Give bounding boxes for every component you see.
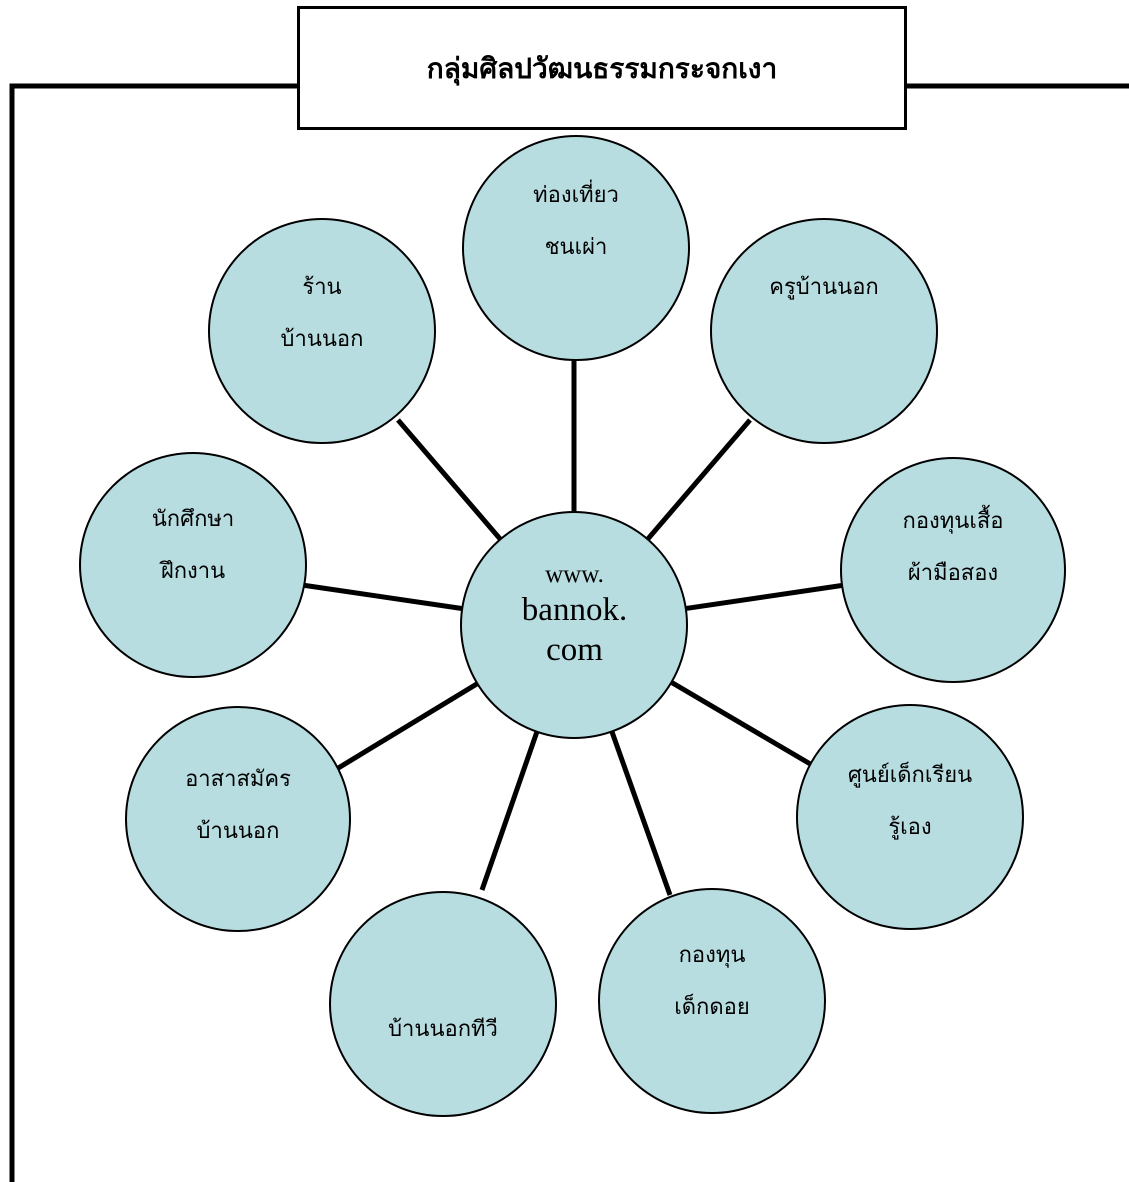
node-circle-tv (329, 891, 557, 1117)
center-hub-circle (460, 511, 688, 739)
node-circle-teacher (710, 218, 938, 444)
node-label-teacher: ครูบ้านนอก (724, 262, 924, 314)
node-circle-volunteer (125, 706, 351, 932)
node-label-line: บ้านนอก (196, 819, 280, 844)
node-label-line: ท่องเที่ยว (533, 183, 619, 208)
node-circle-tourism (462, 135, 690, 361)
node-label-tv: บ้านนอกทีวี (343, 1004, 543, 1056)
node-label-line: ศูนย์เด็กเรียน (847, 763, 973, 788)
node-label-line: ครูบ้านนอก (769, 275, 879, 300)
node-label-children-fund: กองทุน เด็กดอย (612, 930, 812, 1034)
node-circle-learning-center (796, 704, 1024, 930)
node-label-shop: ร้าน บ้านนอก (222, 262, 422, 366)
node-label-line: บ้านนอก (280, 327, 364, 352)
title-box: กลุ่มศิลปวัฒนธรรมกระจกเงา (297, 6, 907, 130)
node-label-line: อาสาสมัคร (185, 767, 291, 792)
center-hub-label: www. bannok. com (462, 560, 687, 670)
node-label-intern: นักศึกษา ฝึกงาน (93, 494, 293, 598)
center-hub-line-1: www. (545, 561, 604, 588)
node-circles-group (79, 135, 1066, 1117)
node-label-volunteer: อาสาสมัคร บ้านนอก (138, 754, 338, 858)
node-label-line: บ้านนอกทีวี (388, 1017, 498, 1042)
node-label-line: ชนเผ่า (544, 235, 608, 260)
node-circle-intern (79, 452, 307, 678)
center-hub-line-2: bannok. (521, 592, 628, 628)
node-label-line: นักศึกษา (151, 507, 235, 532)
node-label-tourism: ท่องเที่ยว ชนเผ่า (476, 170, 676, 274)
center-hub-line-3: com (546, 632, 603, 668)
node-label-line: เด็กดอย (674, 995, 750, 1020)
node-circle-shop (208, 218, 436, 444)
node-circle-children-fund (598, 888, 826, 1114)
node-label-line: กองทุน (678, 943, 746, 968)
node-label-learning-center: ศูนย์เด็กเรียน รู้เอง (810, 750, 1010, 854)
node-label-line: กองทุนเสื้อ (902, 509, 1004, 534)
node-label-line: ผ้ามือสอง (907, 561, 999, 586)
node-label-line: ร้าน (302, 275, 342, 300)
node-label-line: ฝึกงาน (160, 559, 226, 584)
node-label-clothes-fund: กองทุนเสื้อ ผ้ามือสอง (853, 496, 1053, 600)
frame-line-left (9, 83, 300, 1182)
node-label-line: รู้เอง (888, 815, 932, 840)
diagram-title: กลุ่มศิลปวัฒนธรรมกระจกเงา (426, 52, 778, 85)
node-circle-clothes-fund (840, 457, 1066, 683)
